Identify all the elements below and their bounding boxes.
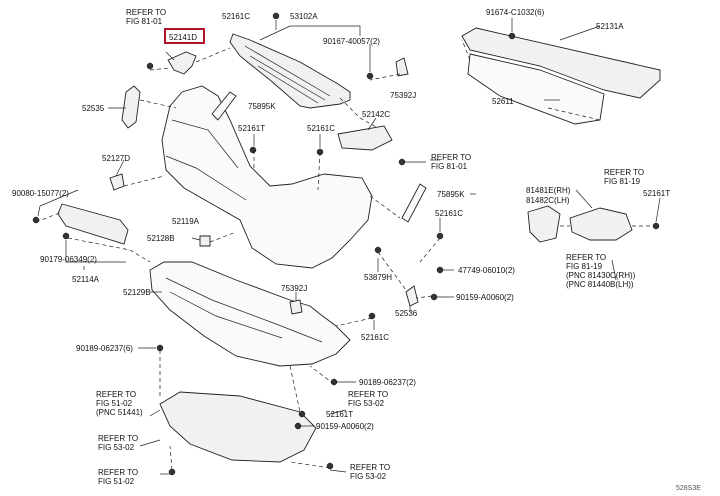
label-52119A[interactable]: 52119A xyxy=(172,217,200,226)
label-53102A[interactable]: 53102A xyxy=(290,12,318,21)
retainer-52536-part[interactable] xyxy=(405,285,419,307)
label-52536[interactable]: 52536 xyxy=(395,309,418,318)
label-90159-A0060-a[interactable]: 90159-A0060(2) xyxy=(456,293,514,302)
label-52161C-d[interactable]: 52161C xyxy=(361,333,389,342)
watermark-code: 528S3E xyxy=(676,485,701,492)
label-75392J-b[interactable]: 75392J xyxy=(281,284,307,293)
radiator-grille-part[interactable] xyxy=(229,33,351,109)
label-52161T-b[interactable]: 52161T xyxy=(643,189,670,198)
leader-lines xyxy=(37,18,661,475)
center-bracket-part[interactable] xyxy=(337,125,393,151)
label-47749-06010[interactable]: 47749-06010(2) xyxy=(458,266,515,275)
clip-75392J-b-part[interactable] xyxy=(289,299,303,315)
label-90159-A0060-b[interactable]: 90159-A0060(2) xyxy=(316,422,374,431)
upper-retainer-part[interactable] xyxy=(167,51,197,75)
license-bracket-part[interactable] xyxy=(57,203,129,245)
label-52128B[interactable]: 52128B xyxy=(147,234,175,243)
label-52141D[interactable]: 52141D xyxy=(169,33,197,42)
fasteners xyxy=(32,12,660,476)
label-52611[interactable]: 52611 xyxy=(492,97,514,106)
engine-under-cover-part[interactable] xyxy=(159,391,317,463)
label-90189-06237-a[interactable]: 90189-06237(6) xyxy=(76,344,133,353)
label-52129B[interactable]: 52129B xyxy=(123,288,151,297)
label-52131A[interactable]: 52131A xyxy=(596,22,624,31)
label-90189-06237-b[interactable]: 90189-06237(2) xyxy=(359,378,416,387)
label-53879H[interactable]: 53879H xyxy=(364,273,392,282)
clip-75392J-part[interactable] xyxy=(395,57,409,77)
dashed-lines xyxy=(35,39,654,471)
energy-absorber-part[interactable] xyxy=(467,53,605,125)
label-81481E[interactable]: 81481E(RH)81482C(LH) xyxy=(526,186,571,205)
label-52535[interactable]: 52535 xyxy=(82,104,105,113)
label-52161C-b[interactable]: 52161C xyxy=(307,124,335,133)
label-75895K-b[interactable]: 75895K xyxy=(437,190,465,199)
fog-lamp-bracket-part[interactable] xyxy=(569,207,633,241)
highlight-box-52141D xyxy=(164,28,205,44)
label-75392J-a[interactable]: 75392J xyxy=(390,91,416,100)
label-90179-06349[interactable]: 90179-06349(2) xyxy=(40,255,97,264)
label-90167-40057[interactable]: 90167-40057(2) xyxy=(323,37,380,46)
label-91674-C1032[interactable]: 91674-C1032(6) xyxy=(486,8,545,17)
bumper-cover-part[interactable] xyxy=(161,85,373,269)
label-90080-15077[interactable]: 90080-15077(2) xyxy=(12,189,69,198)
clip-52128B-part[interactable] xyxy=(199,235,211,247)
label-52142C[interactable]: 52142C xyxy=(362,110,390,119)
label-75895K-a[interactable]: 75895K xyxy=(248,102,276,111)
molding-b-part[interactable] xyxy=(401,183,427,223)
fog-lamp-part[interactable] xyxy=(527,205,561,243)
label-52161C-c[interactable]: 52161C xyxy=(435,209,463,218)
label-52161C-a[interactable]: 52161C xyxy=(222,12,250,21)
label-52161T-c[interactable]: 52161T xyxy=(326,410,353,419)
side-retainer-part[interactable] xyxy=(121,85,141,129)
label-52114A[interactable]: 52114A xyxy=(72,275,100,284)
bumper-reinforcement-part[interactable] xyxy=(461,27,661,99)
label-52161T-a[interactable]: 52161T xyxy=(238,124,265,133)
molding-a-part[interactable] xyxy=(211,91,237,121)
label-52127D[interactable]: 52127D xyxy=(102,154,130,163)
clip-52127D-part[interactable] xyxy=(109,173,125,191)
